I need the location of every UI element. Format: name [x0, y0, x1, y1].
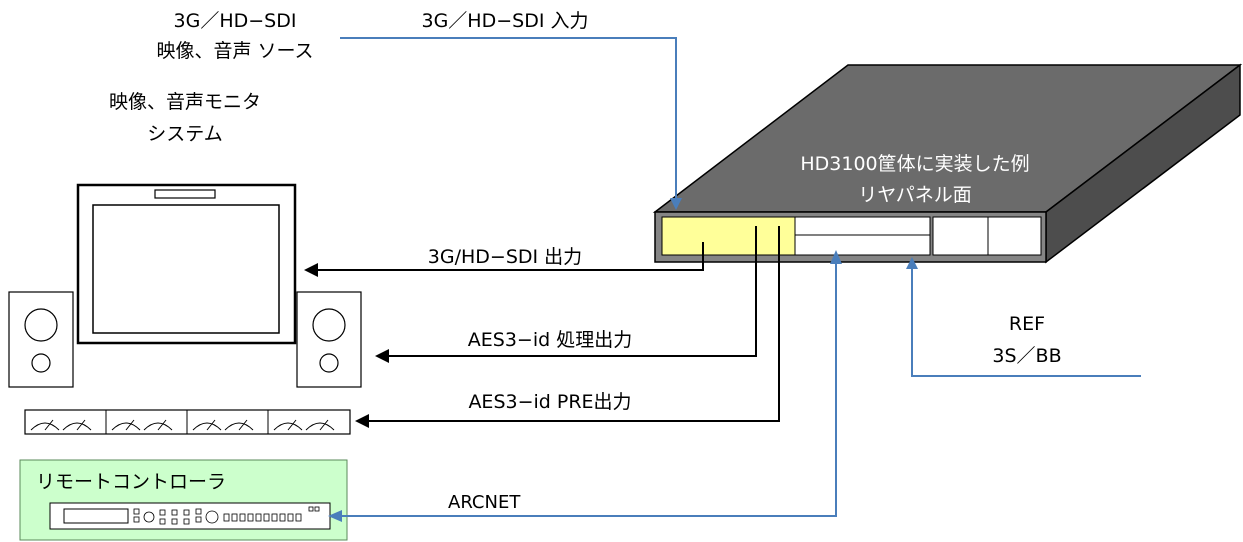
monitor-display: [76, 183, 297, 345]
module-slot-b: [987, 216, 1042, 256]
ref-input-line: [906, 257, 1141, 377]
module-slot-lower: [794, 234, 931, 256]
remote-title: リモートコントローラ: [36, 471, 226, 493]
source-label-2: 映像、音声 ソース: [156, 40, 313, 62]
monitor-label-1: 映像、音声モニタ: [109, 91, 261, 113]
ref-label-1: REF: [1009, 313, 1045, 335]
speaker-right: [296, 291, 362, 388]
device-label-2: リヤパネル面: [858, 184, 972, 206]
input-label: 3G／HD−SDI 入力: [422, 10, 589, 32]
ref-label-2: 3S／BB: [992, 345, 1061, 367]
sdi-output-line: [304, 242, 704, 277]
aes-proc-output-line: [375, 226, 757, 363]
source-label-1: 3G／HD−SDI: [174, 10, 297, 32]
hd3100-chassis: HD3100筐体に実装した例 リヤパネル面: [652, 63, 1243, 264]
arcnet-arrow-device: [830, 250, 842, 264]
aes-pre-output-label: AES3−id PRE出力: [468, 391, 631, 413]
arcnet-label: ARCNET: [448, 492, 521, 513]
sdi-output-label: 3G/HD−SDI 出力: [428, 246, 582, 268]
module-slot-upper: [794, 216, 931, 236]
module-yellow: [661, 216, 796, 256]
speaker-left: [8, 291, 74, 388]
aes-proc-output-label: AES3−id 処理出力: [468, 329, 632, 351]
arcnet-line: [333, 259, 837, 517]
monitor-label-2: システム: [147, 123, 222, 145]
aes-pre-output-line: [355, 226, 780, 428]
level-meter-bridge: [24, 409, 351, 435]
device-label-1: HD3100筐体に実装した例: [800, 153, 1029, 175]
module-slot-a: [932, 216, 989, 256]
arcnet-arrow-remote: [328, 510, 342, 522]
remote-controller: リモートコントローラ: [19, 459, 348, 541]
input-line: [340, 37, 682, 210]
